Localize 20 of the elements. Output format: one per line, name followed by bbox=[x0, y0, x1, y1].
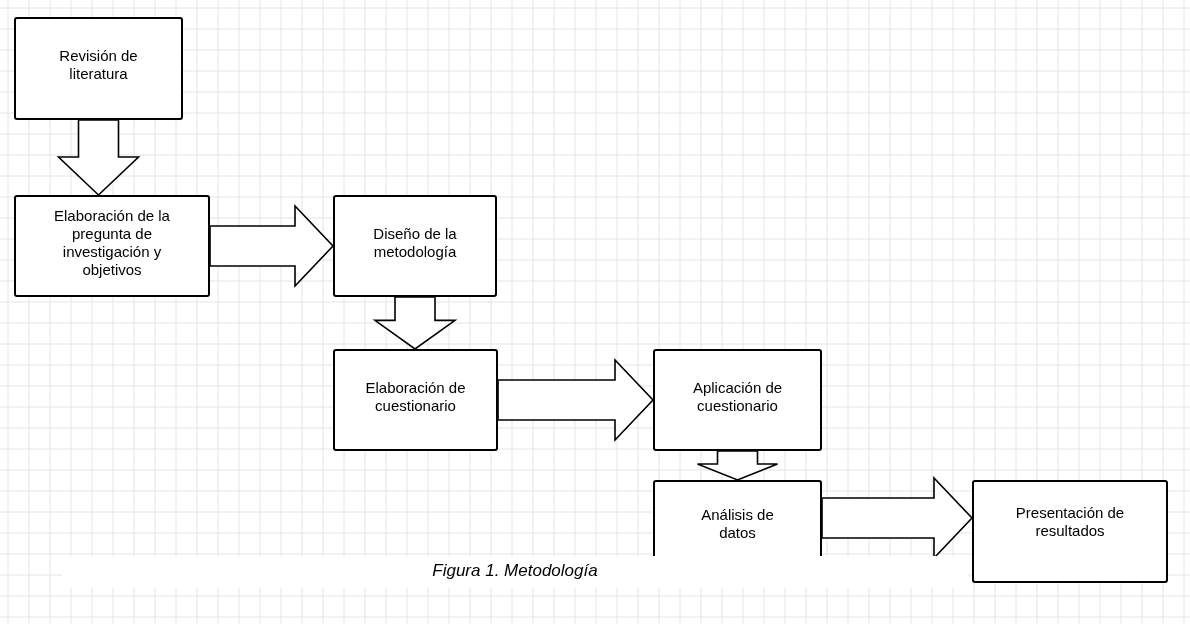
block-arrow bbox=[696, 450, 779, 481]
process-box bbox=[972, 480, 1168, 583]
block-arrow bbox=[209, 204, 335, 288]
step-label: Análisis de datos bbox=[700, 506, 775, 543]
block-arrow bbox=[56, 119, 141, 197]
block-arrow bbox=[372, 296, 458, 350]
process-box bbox=[653, 349, 822, 451]
step-label: Elaboración de la pregunta de investigación y objetivos bbox=[53, 207, 171, 280]
process-box bbox=[653, 480, 822, 556]
step-label: Revisión de literatura bbox=[58, 47, 139, 84]
process-box bbox=[333, 349, 498, 451]
block-arrow bbox=[497, 358, 655, 442]
step-label: Aplicación de cuestionario bbox=[691, 379, 784, 416]
step-label: Elaboración de cuestionario bbox=[364, 379, 467, 416]
figure-caption: Figura 1. Metodología bbox=[431, 561, 599, 581]
step-label: Presentación de resultados bbox=[1014, 504, 1126, 541]
step-label: Diseño de la metodología bbox=[372, 225, 458, 262]
process-box bbox=[14, 195, 210, 297]
process-box bbox=[14, 17, 183, 120]
process-box bbox=[333, 195, 497, 297]
